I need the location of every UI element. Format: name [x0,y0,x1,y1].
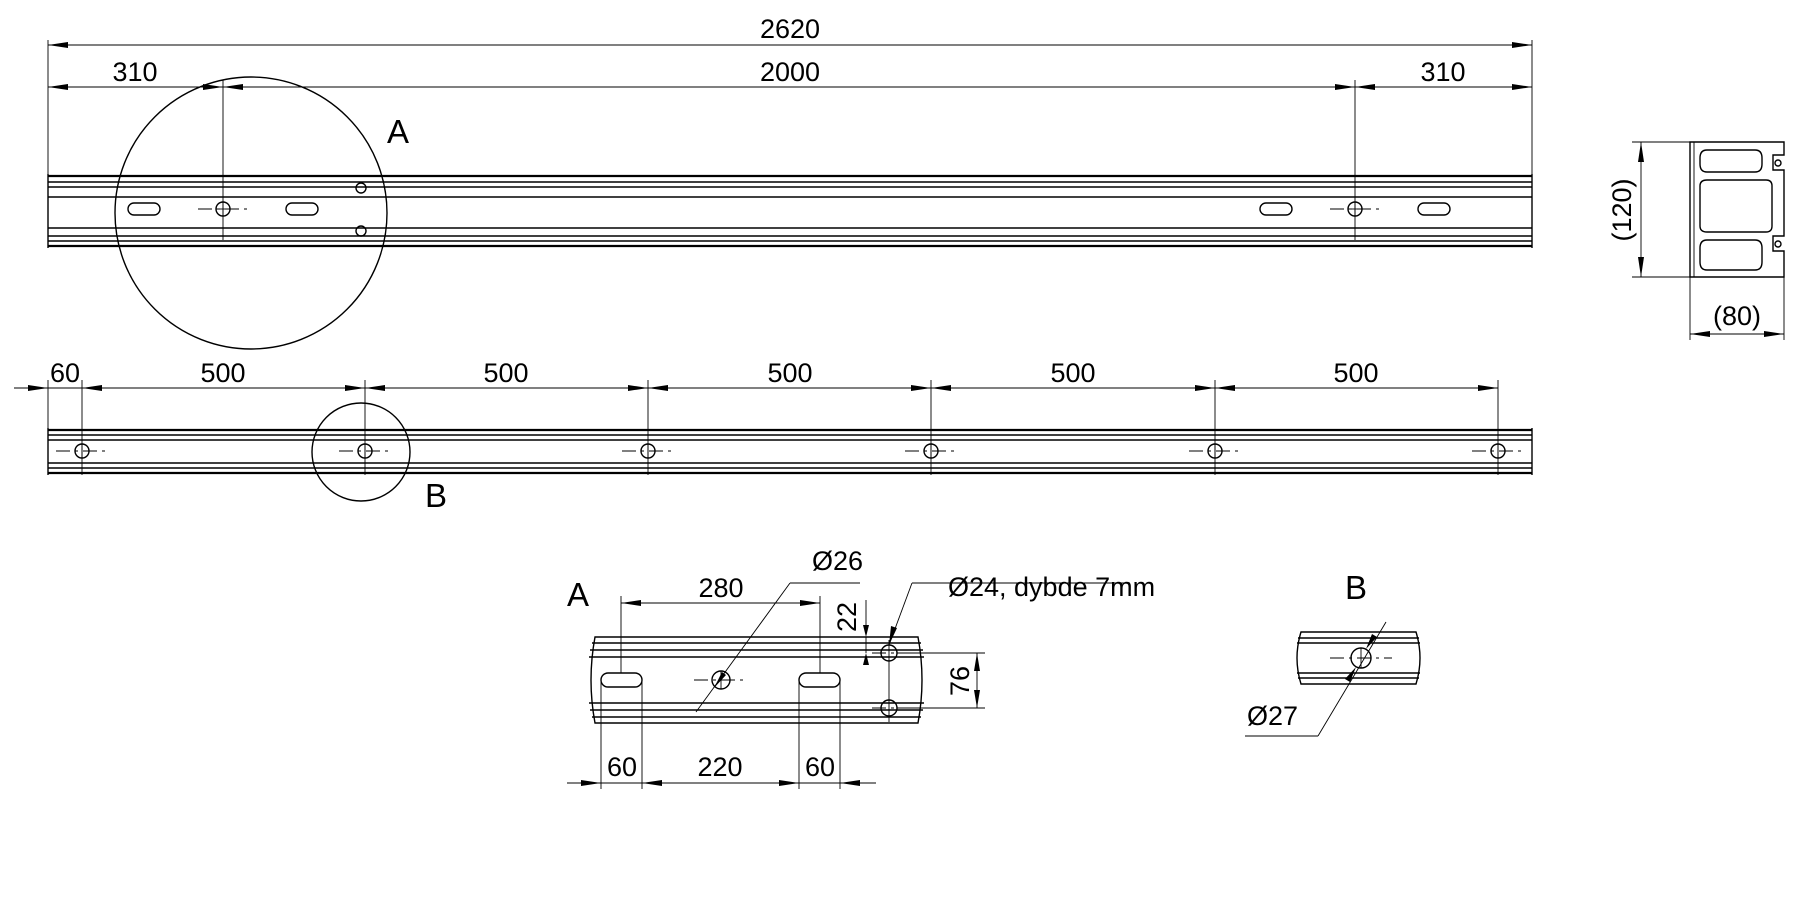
hole-rail-view: B 60 500 500 500 500 500 [14,358,1533,514]
dim-center-spacing: 2000 [760,57,820,87]
detail-a-rail-body [589,636,924,724]
dim-detail-b-hole-diameter: Ø27 [1247,701,1298,731]
detail-a-view: A 28 [567,546,1155,789]
dim-chain-top: 310 2000 310 [48,57,1532,240]
dim-spacing-4: 500 [1050,358,1095,388]
dim-detail-a-slots-chain: 60 220 60 [567,680,876,789]
dim-detail-a-slot-span: 280 [620,573,821,673]
detail-b-rail-body [1296,631,1421,685]
main-rail-view: A 2620 310 2000 310 [47,14,1533,350]
dim-overall-length-value: 2620 [760,14,820,44]
dim-spacing-3: 500 [767,358,812,388]
detail-b-hole [1330,647,1392,669]
dim-end-offset-left: 310 [112,57,157,87]
dim-chain-holes: 60 500 500 500 500 500 [14,358,1499,475]
dim-detail-a-slot-right: 60 [805,752,835,782]
detail-b-callout-circle [311,402,411,502]
detail-b-title: B [1345,569,1367,606]
detail-a-slot-left [600,672,643,688]
main-rail-body [47,174,1533,248]
dim-section-width-value: (80) [1713,301,1761,331]
dim-section-height: (120) [1607,141,1690,278]
dim-detail-a-hole-pair: 76 [897,652,985,709]
dim-detail-a-edge-offset-value: 22 [832,602,862,632]
dim-detail-a-slot-gap: 220 [697,752,742,782]
hole-rail-body [47,428,1533,475]
detail-a-marker: A [387,113,409,150]
leader-detail-a-hole: Ø26 [695,546,863,713]
rail-holes [56,443,1524,459]
detail-b-view: B Ø27 [1245,569,1421,737]
detail-b-marker: B [425,477,447,514]
dim-detail-a-slot-left: 60 [607,752,637,782]
dim-detail-a-slot-span-value: 280 [698,573,743,603]
detail-a-slot-right [798,672,841,688]
dim-spacing-5: 500 [1333,358,1378,388]
dim-detail-a-hole-diameter: Ø26 [812,546,863,576]
cross-section-view: (120) (80) [1607,141,1785,340]
dim-spacing-2: 500 [483,358,528,388]
detail-a-title: A [567,576,589,613]
dim-overall-length: 2620 [47,14,1533,176]
detail-a-counterbore-note: Ø24, dybde 7mm [948,572,1155,602]
dim-section-height-value: (120) [1607,178,1637,241]
dim-spacing-1: 500 [200,358,245,388]
dim-detail-a-hole-pair-value: 76 [945,666,975,696]
dim-detail-a-edge-offset: 22 [832,600,869,665]
dim-first-offset: 60 [50,358,80,388]
leader-detail-b-hole: Ø27 [1245,621,1387,737]
detail-a-callout-circle [114,76,388,350]
dim-section-width: (80) [1689,277,1785,340]
leader-detail-a-counterbore: Ø24, dybde 7mm [888,572,1155,646]
dim-end-offset-right: 310 [1420,57,1465,87]
